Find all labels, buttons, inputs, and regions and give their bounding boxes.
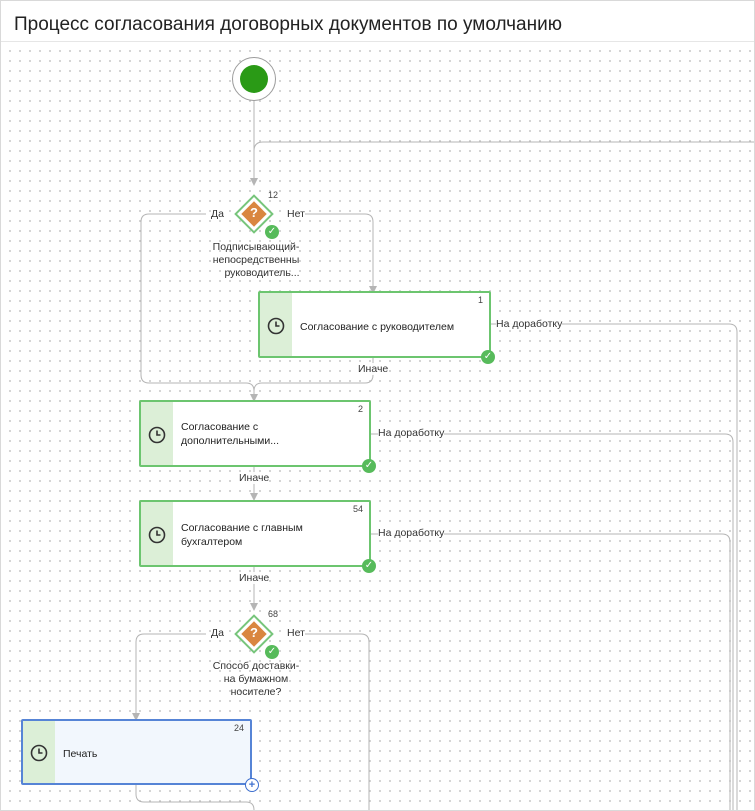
task-number: 24 — [233, 723, 244, 733]
flow-return-top — [250, 141, 754, 186]
page-title: Процесс согласования договорных документ… — [14, 14, 562, 35]
process-canvas[interactable]: ? ✓ 12 Да Нет Подписывающий- непосредств… — [1, 42, 754, 810]
flow-gw12-no — [305, 213, 377, 294]
gateway-yes-label: Да — [211, 208, 224, 220]
gateway-number: 12 — [268, 190, 279, 200]
gateway-no-label: Нет — [287, 627, 305, 639]
flow-task54-return — [369, 533, 731, 810]
title-bar: Процесс согласования договорных документ… — [1, 1, 754, 42]
flow-task2-return — [369, 433, 734, 810]
gateway-yes-label: Да — [211, 627, 224, 639]
else-label: Иначе — [239, 572, 270, 584]
return-label: На доработку — [378, 427, 445, 439]
flow-task1-return — [489, 323, 738, 810]
check-icon: ✓ — [362, 559, 376, 573]
check-icon: ✓ — [265, 225, 279, 239]
clock-icon — [148, 526, 166, 544]
flow-gw68-no — [305, 633, 370, 810]
task-manager-approval[interactable]: Согласование с руководителем 1 — [258, 291, 491, 358]
check-icon: ✓ — [481, 350, 495, 364]
check-icon: ✓ — [362, 459, 376, 473]
flow-print-out — [135, 784, 255, 810]
task-label: Согласование с главным бухгалтером — [181, 522, 303, 548]
task-label: Согласование с дополнительными... — [181, 421, 280, 447]
gateway-number: 68 — [268, 609, 279, 619]
task-label: Согласование с руководителем — [300, 321, 455, 333]
task-number: 1 — [477, 295, 483, 305]
task-label: Печать — [63, 748, 98, 760]
clock-icon — [267, 317, 285, 335]
else-label: Иначе — [358, 363, 389, 375]
return-label: На доработку — [378, 527, 445, 539]
task-additional-approval[interactable]: Согласование с дополнительными... 2 — [139, 400, 371, 467]
task-chief-accountant-approval[interactable]: Согласование с главным бухгалтером 54 — [139, 500, 371, 567]
gateway-caption: Способ доставки- на бумажном носителе? — [212, 660, 300, 698]
return-label: На доработку — [496, 318, 563, 330]
gateway-caption: Подписывающий- непосредственны руководит… — [212, 241, 300, 279]
flow-task1-else — [253, 357, 374, 392]
plus-icon[interactable]: + — [245, 778, 259, 792]
flow-gw12-yes — [140, 213, 258, 402]
task-number: 2 — [357, 404, 363, 414]
start-event-icon[interactable] — [232, 57, 276, 101]
task-number: 54 — [352, 504, 363, 514]
connectors — [132, 100, 754, 810]
clock-icon — [30, 744, 48, 762]
clock-icon — [148, 426, 166, 444]
flow-gw68-yes — [132, 633, 206, 721]
gateway-no-label: Нет — [287, 208, 305, 220]
gateway-signer-manager[interactable]: ? — [231, 191, 277, 237]
task-print[interactable]: Печать 24 — [21, 719, 252, 785]
check-icon: ✓ — [265, 645, 279, 659]
gateway-delivery-paper[interactable]: ? — [231, 611, 277, 657]
else-label: Иначе — [239, 472, 270, 484]
